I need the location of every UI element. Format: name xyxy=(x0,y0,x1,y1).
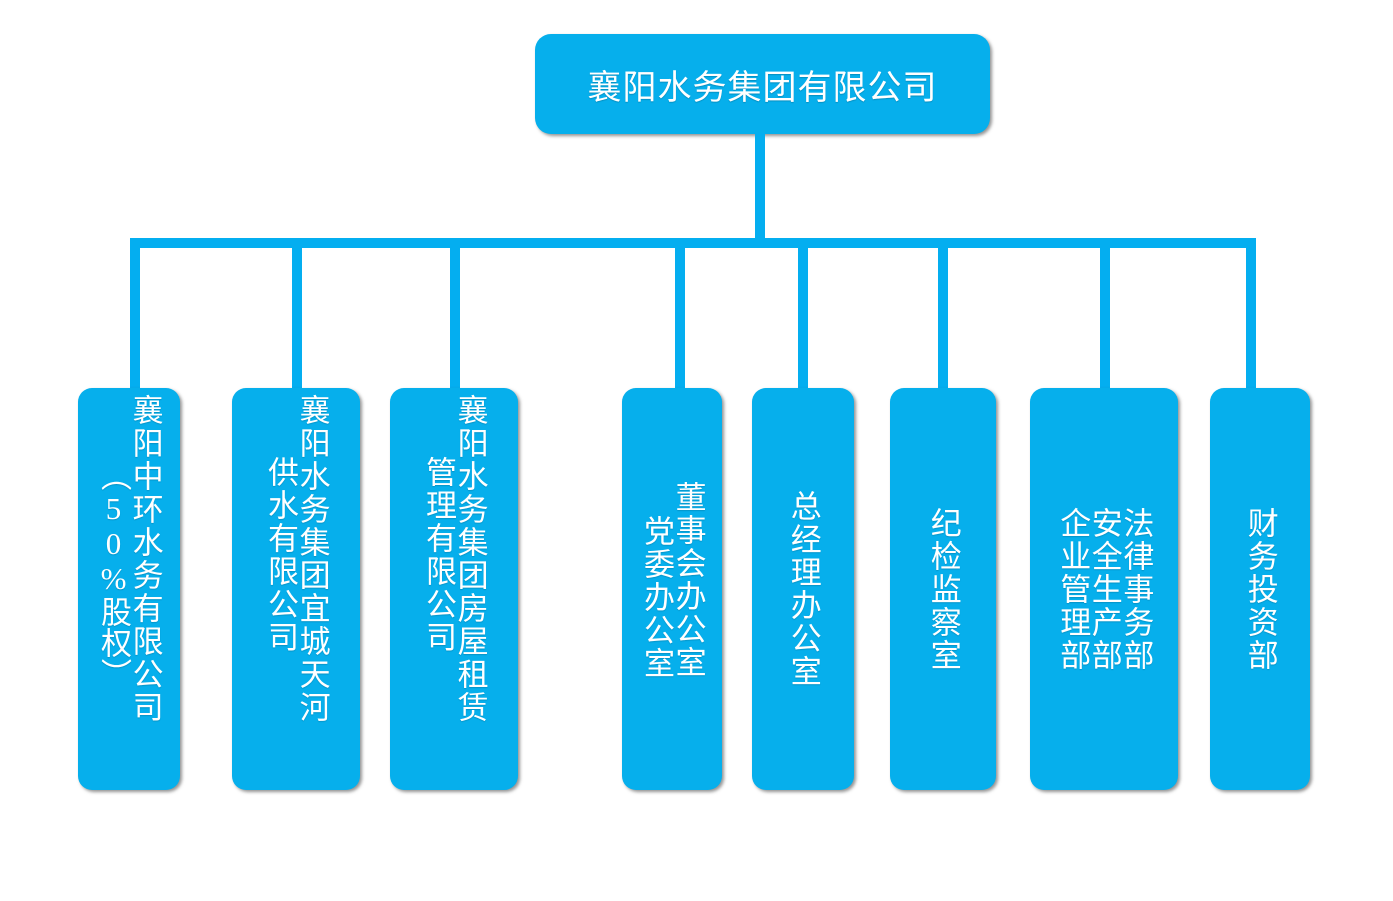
node-department-gm-office[interactable]: 总经理办公室 xyxy=(752,388,854,790)
root-node-label: 襄阳水务集团有限公司 xyxy=(587,69,938,107)
connector-drop-4 xyxy=(675,238,685,390)
connector-drop-2 xyxy=(292,238,302,390)
node-subsidiary-2[interactable]: 襄阳水务集团宜城天河 供水有限公司 xyxy=(232,388,360,790)
node-3-column-1: 襄阳水务集团房屋租赁 xyxy=(452,394,488,724)
node-1-text-columns: 襄阳中环水务有限公司 （50%股权） xyxy=(78,388,180,790)
node-subsidiary-3[interactable]: 襄阳水务集团房屋租赁 管理有限公司 xyxy=(390,388,518,790)
connector-drop-3 xyxy=(450,238,460,390)
connector-horizontal-bus xyxy=(130,238,1256,248)
node-1-column-2: （50%股权） xyxy=(96,460,131,689)
node-6-column-1: 纪检监察室 xyxy=(925,506,961,672)
node-subsidiary-1[interactable]: 襄阳中环水务有限公司 （50%股权） xyxy=(78,388,180,790)
node-7-column-3: 企业管理部 xyxy=(1055,506,1091,672)
node-4-column-1: 董事会办公室 xyxy=(670,481,706,679)
node-2-column-2: 供水有限公司 xyxy=(263,456,298,654)
node-7-column-2: 安全生产部 xyxy=(1086,506,1122,672)
node-6-text-columns: 纪检监察室 xyxy=(890,388,996,790)
connector-drop-5 xyxy=(798,238,808,390)
root-node[interactable]: 襄阳水务集团有限公司 xyxy=(535,34,990,134)
node-department-discipline-office[interactable]: 纪检监察室 xyxy=(890,388,996,790)
connector-drop-8 xyxy=(1246,238,1256,390)
node-department-finance-investment[interactable]: 财务投资部 xyxy=(1210,388,1310,790)
node-department-board-office[interactable]: 董事会办公室 党委办公室 xyxy=(622,388,722,790)
node-4-column-2: 党委办公室 xyxy=(639,514,674,680)
node-7-text-columns: 法律事务部 安全生产部 企业管理部 xyxy=(1030,388,1178,790)
node-7-column-1: 法律事务部 xyxy=(1118,506,1154,672)
connector-drop-6 xyxy=(938,238,948,390)
node-3-text-columns: 襄阳水务集团房屋租赁 管理有限公司 xyxy=(390,388,518,790)
node-4-text-columns: 董事会办公室 党委办公室 xyxy=(622,388,722,790)
node-8-column-1: 财务投资部 xyxy=(1242,506,1278,672)
node-1-column-1: 襄阳中环水务有限公司 xyxy=(127,394,163,724)
connector-drop-7 xyxy=(1100,238,1110,390)
connector-drop-1 xyxy=(130,238,140,390)
node-department-legal-safety-enterprise[interactable]: 法律事务部 安全生产部 企业管理部 xyxy=(1030,388,1178,790)
node-5-text-columns: 总经理办公室 xyxy=(752,388,854,790)
node-3-column-2: 管理有限公司 xyxy=(421,456,456,654)
node-5-column-1: 总经理办公室 xyxy=(785,490,821,688)
node-8-text-columns: 财务投资部 xyxy=(1210,388,1310,790)
node-2-text-columns: 襄阳水务集团宜城天河 供水有限公司 xyxy=(232,388,360,790)
node-2-column-1: 襄阳水务集团宜城天河 xyxy=(294,394,330,724)
connector-root-stem xyxy=(755,133,765,243)
